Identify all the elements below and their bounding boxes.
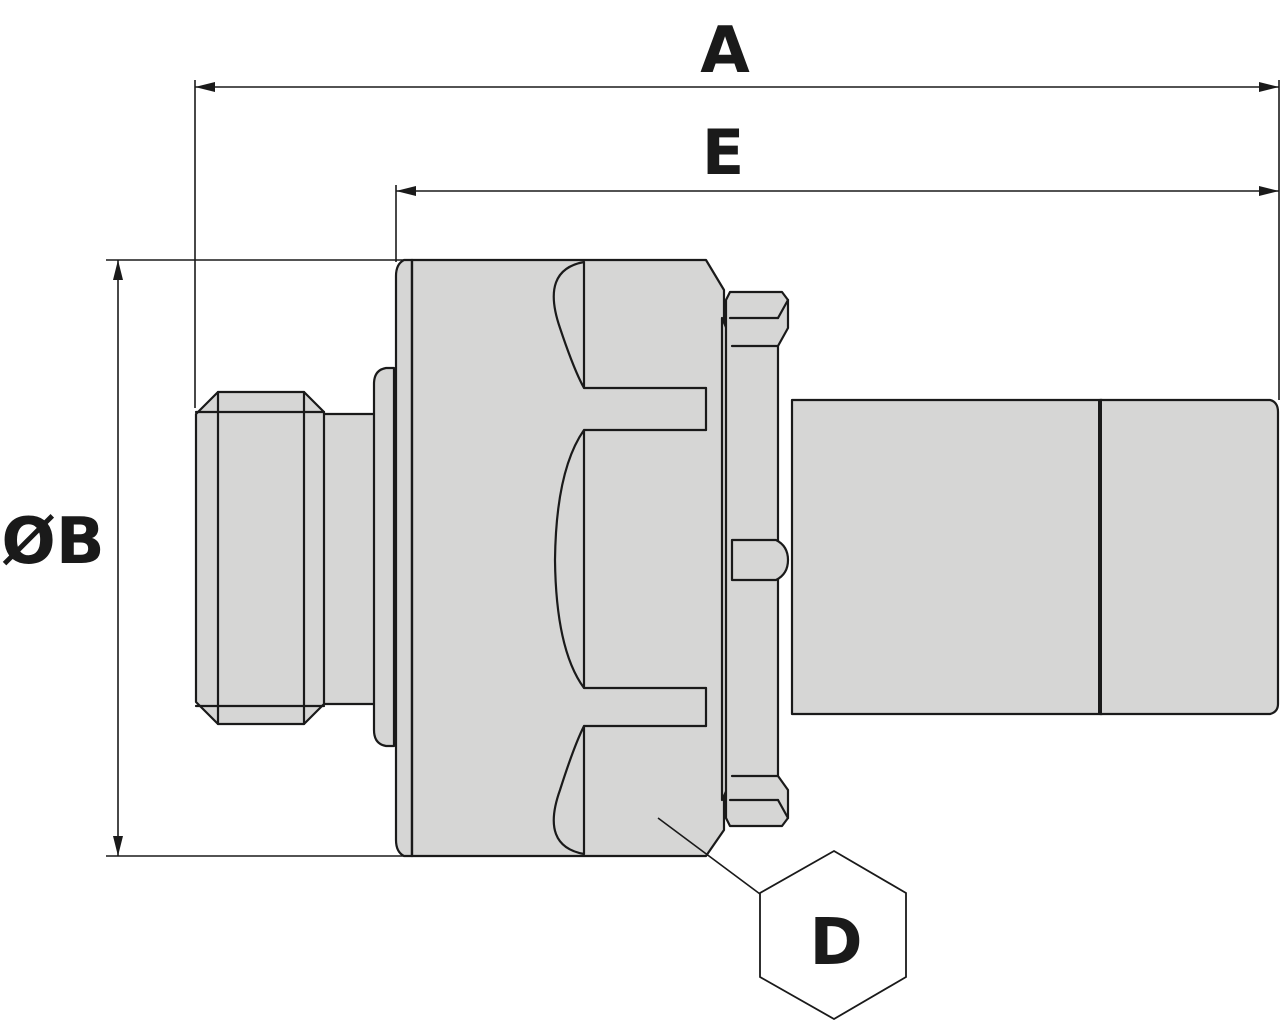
- nut-slot: [730, 538, 790, 582]
- shank: [790, 398, 1280, 716]
- dimension-a: [195, 82, 1279, 92]
- hex-flat-middle: [553, 428, 708, 690]
- label-d: D: [809, 906, 862, 980]
- label-a: A: [700, 14, 750, 88]
- collet-body: [394, 258, 726, 858]
- hex-callout-icon: [759, 849, 907, 1020]
- dimension-e: [396, 186, 1279, 196]
- hex-flat-top: [552, 260, 708, 390]
- part-body: [194, 258, 1280, 858]
- dimension-b: [113, 260, 123, 856]
- front-nose: [194, 390, 380, 726]
- shoulder: [372, 366, 396, 748]
- label-e: E: [702, 116, 744, 189]
- label-diameter-b: ØB: [1, 505, 104, 579]
- lock-nut: [720, 290, 790, 828]
- dimension-lines: [106, 80, 1280, 895]
- hex-flat-bottom: [552, 724, 708, 856]
- hex-leader: [657, 817, 761, 895]
